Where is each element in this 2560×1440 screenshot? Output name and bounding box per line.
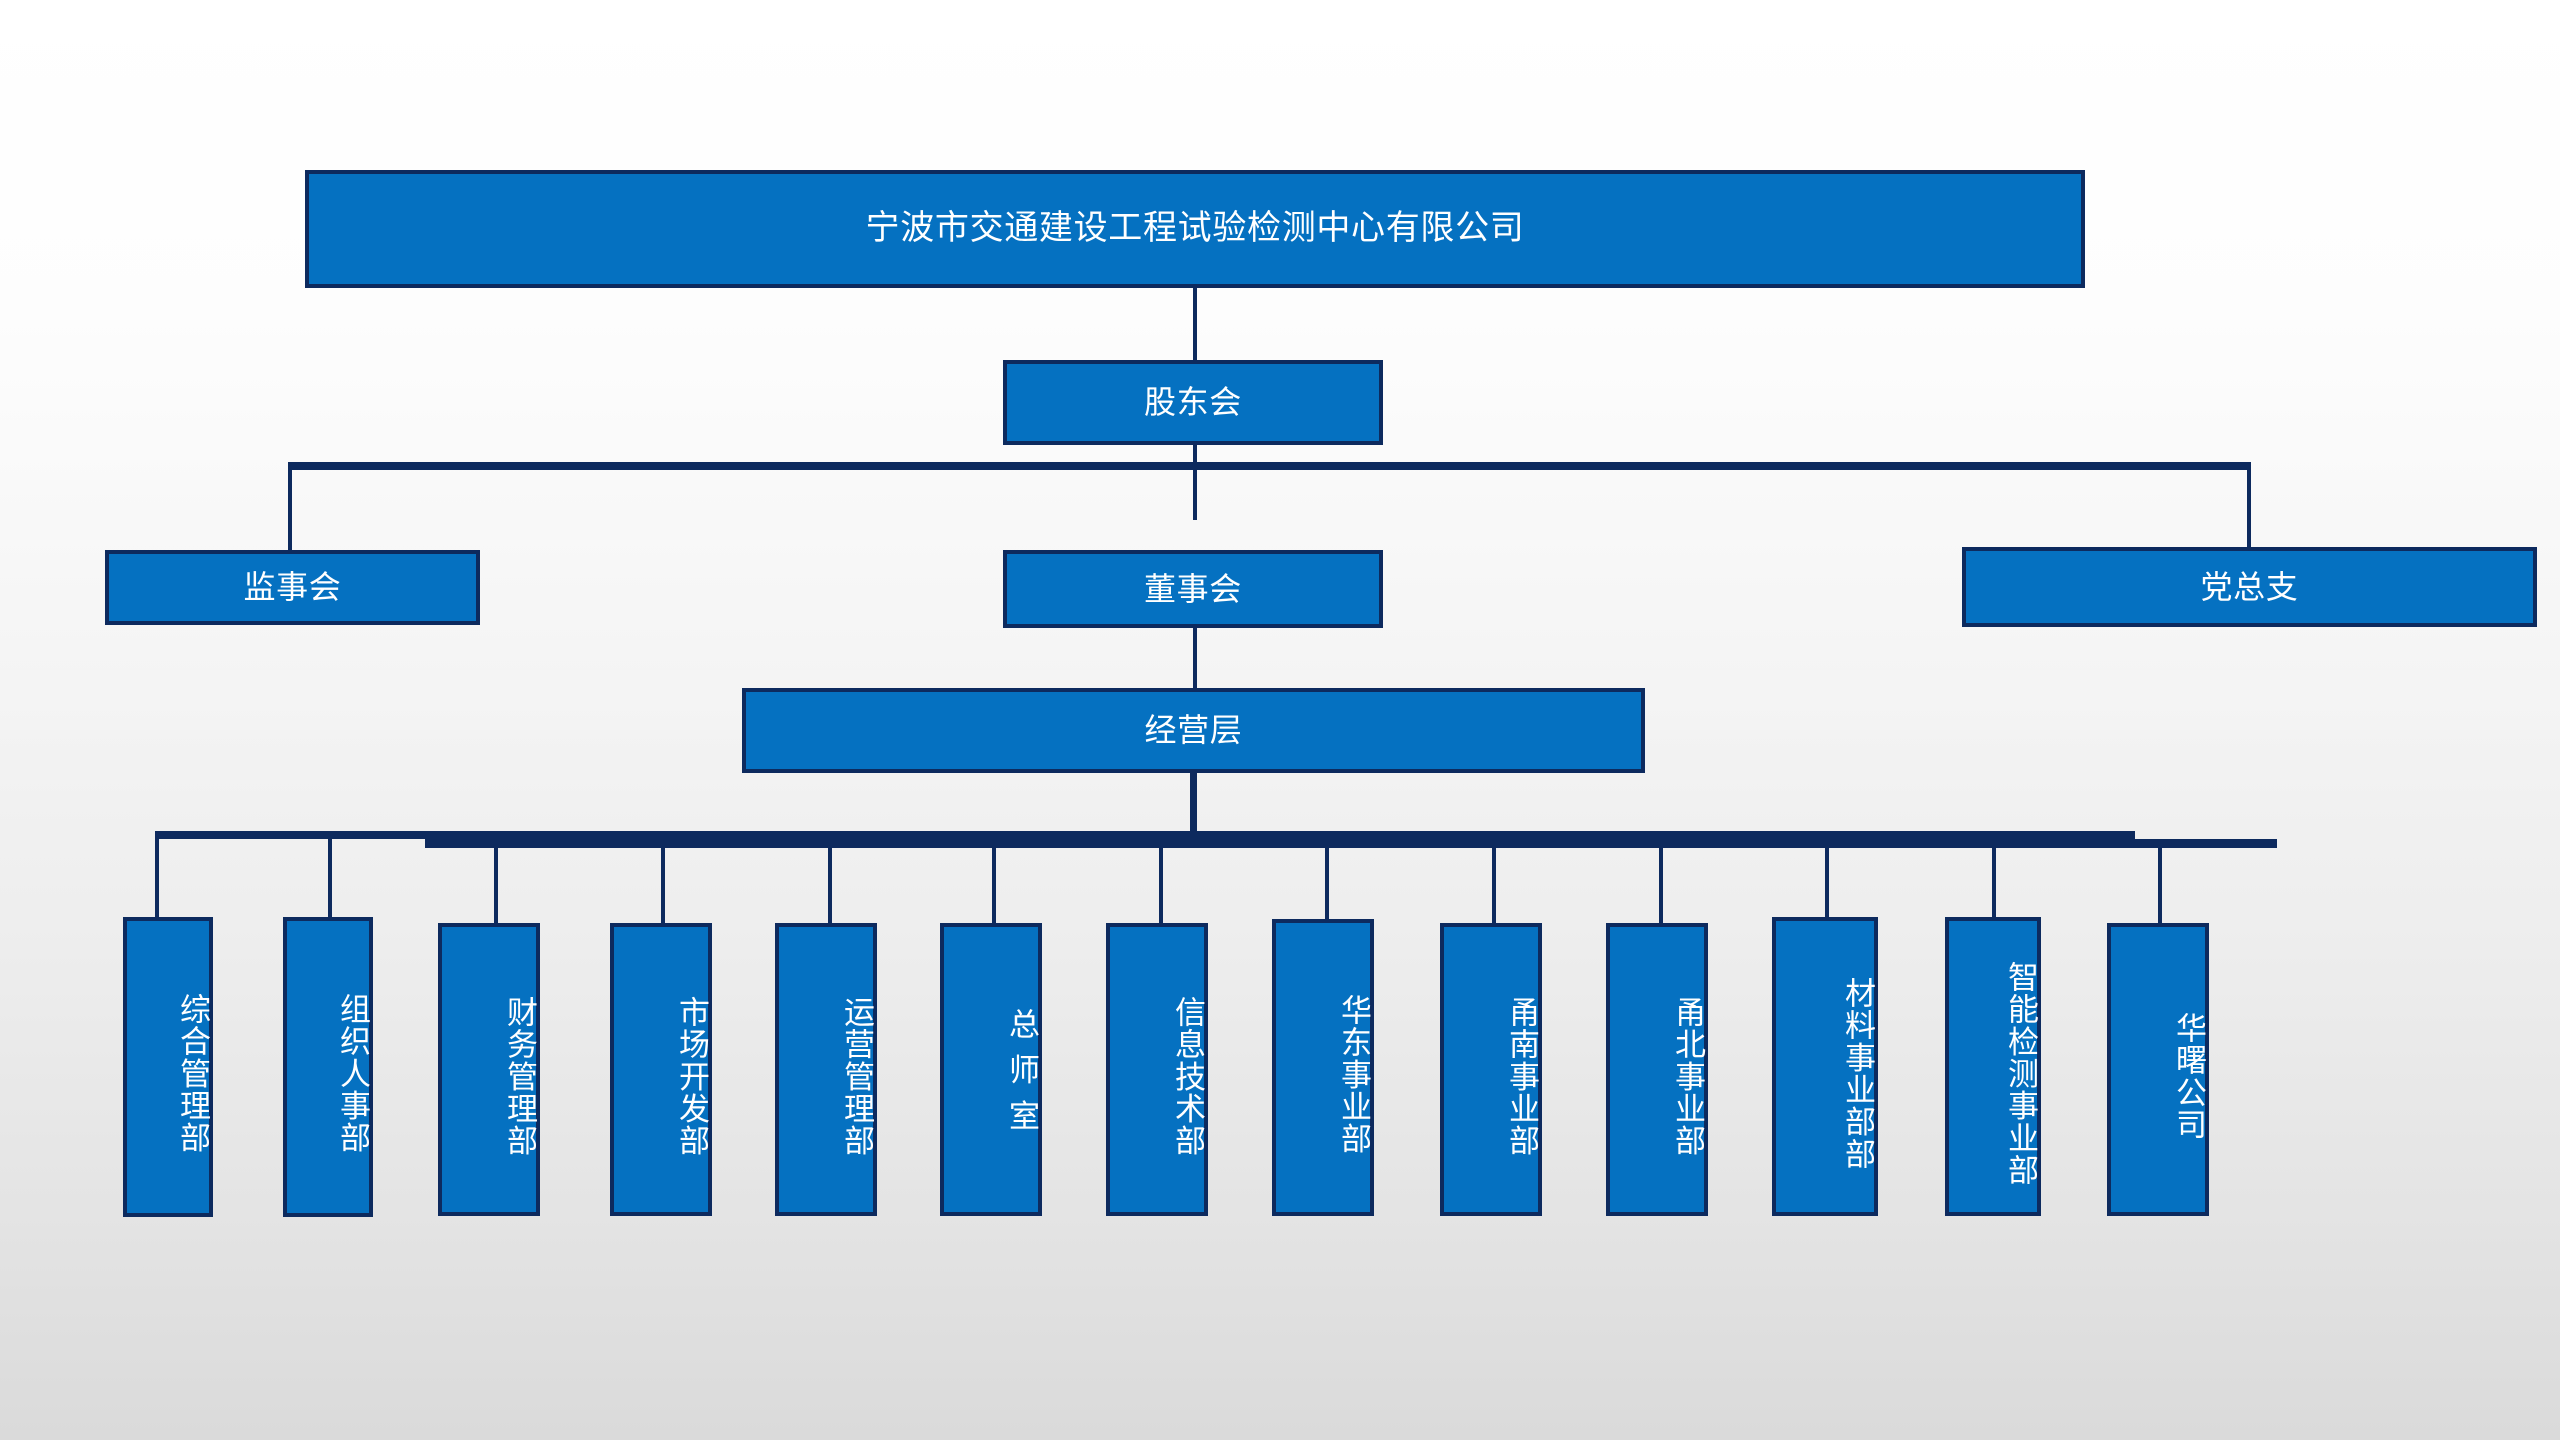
department-box-2[interactable]: 组织人事部: [283, 917, 373, 1217]
connector-directors-to-management: [1193, 628, 1197, 688]
department-box-7[interactable]: 信息技术部: [1106, 923, 1208, 1216]
connector-management-drop: [1190, 773, 1197, 839]
department-label-11: 材料事业部部: [1840, 976, 1875, 1171]
department-box-12[interactable]: 智能检测事业部: [1945, 917, 2041, 1216]
department-box-13[interactable]: 华曙公司: [2107, 923, 2209, 1216]
department-label-13: 华曙公司: [2171, 1012, 2206, 1141]
node-party-general-branch-label: 党总支: [2200, 568, 2299, 605]
department-label-6: 总师室: [1004, 1007, 1039, 1146]
department-box-4[interactable]: 市场开发部: [610, 923, 712, 1216]
department-label-8: 华东事业部: [1336, 993, 1371, 1156]
node-shareholders-meeting-label: 股东会: [1144, 384, 1242, 421]
department-label-9: 甬南事业部: [1504, 995, 1539, 1158]
node-party-general-branch[interactable]: 党总支: [1962, 547, 2537, 627]
department-label-7: 信息技术部: [1170, 995, 1205, 1158]
connector-department-bus-lower: [425, 839, 2277, 848]
connector-drop-dept-8: [1325, 839, 1329, 919]
department-box-10[interactable]: 甬北事业部: [1606, 923, 1708, 1216]
department-box-1[interactable]: 综合管理部: [123, 917, 213, 1217]
connector-drop-dept-11: [1825, 839, 1829, 917]
department-box-3[interactable]: 财务管理部: [438, 923, 540, 1216]
connector-drop-dept-10: [1659, 839, 1663, 923]
connector-drop-dept-9: [1492, 839, 1496, 923]
connector-drop-dept-3: [494, 839, 498, 923]
node-company-root-label: 宁波市交通建设工程试验检测中心有限公司: [865, 209, 1525, 248]
department-label-4: 市场开发部: [674, 995, 709, 1158]
connector-drop-dept-7: [1159, 839, 1163, 923]
connector-level3-bus: [288, 462, 2251, 470]
node-company-root[interactable]: 宁波市交通建设工程试验检测中心有限公司: [305, 170, 2085, 288]
node-management-layer-label: 经营层: [1144, 712, 1243, 749]
department-label-5: 运营管理部: [839, 995, 874, 1158]
connector-department-bus-upper: [155, 831, 2135, 839]
connector-shareholders-drop: [1193, 445, 1197, 520]
department-box-5[interactable]: 运营管理部: [775, 923, 877, 1216]
connector-bus-to-supervisors: [288, 462, 292, 550]
department-box-8[interactable]: 华东事业部: [1272, 919, 1374, 1216]
department-box-9[interactable]: 甬南事业部: [1440, 923, 1542, 1216]
connector-drop-dept-6: [992, 839, 996, 923]
department-label-1: 综合管理部: [175, 993, 210, 1155]
node-shareholders-meeting[interactable]: 股东会: [1003, 360, 1383, 445]
connector-drop-dept-2: [328, 831, 332, 917]
node-board-of-directors[interactable]: 董事会: [1003, 550, 1383, 628]
connector-drop-dept-12: [1992, 831, 1996, 917]
department-label-3: 财务管理部: [502, 995, 537, 1158]
department-box-6[interactable]: 总师室: [940, 923, 1042, 1216]
node-board-of-supervisors-label: 监事会: [243, 569, 342, 606]
department-box-11[interactable]: 材料事业部部: [1772, 917, 1878, 1216]
department-label-2: 组织人事部: [335, 993, 370, 1155]
node-management-layer[interactable]: 经营层: [742, 688, 1645, 773]
connector-root-to-shareholders: [1193, 288, 1197, 360]
department-label-12: 智能检测事业部: [2003, 960, 2038, 1187]
node-board-of-directors-label: 董事会: [1144, 570, 1242, 607]
connector-bus-to-party: [2247, 462, 2251, 550]
connector-drop-dept-13: [2158, 839, 2162, 923]
connector-drop-dept-5: [828, 839, 832, 923]
connector-drop-dept-4: [661, 839, 665, 923]
department-label-10: 甬北事业部: [1670, 995, 1705, 1158]
node-board-of-supervisors[interactable]: 监事会: [105, 550, 480, 625]
connector-drop-dept-1: [155, 831, 159, 917]
